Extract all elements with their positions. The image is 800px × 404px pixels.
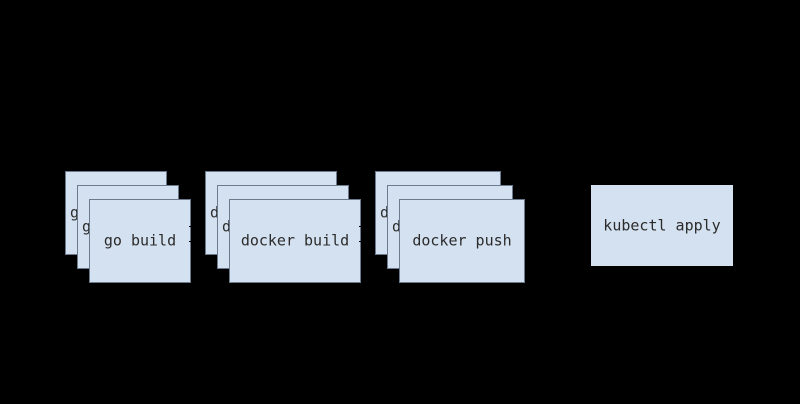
stage-card-single-label: kubectl apply xyxy=(603,216,721,234)
stage-card-single[interactable]: kubectl apply xyxy=(591,185,733,266)
stage-card-front[interactable]: go build xyxy=(89,199,191,283)
stage-kubectl-apply[interactable]: kubectl apply xyxy=(0,0,733,300)
stage-docker-build[interactable]: docker build docker build docker build xyxy=(0,0,361,300)
stage-card-front-label: docker push xyxy=(412,231,512,250)
stage-card-front-label: docker build xyxy=(240,231,350,250)
stage-docker-push[interactable]: docker push docker push docker push xyxy=(0,0,525,300)
stage-card-front[interactable]: docker build xyxy=(229,199,361,283)
stage-go-build[interactable]: go build go build go build xyxy=(0,0,200,300)
stage-card-front[interactable]: docker push xyxy=(399,199,525,283)
stage-card-front-label: go build xyxy=(103,231,177,250)
